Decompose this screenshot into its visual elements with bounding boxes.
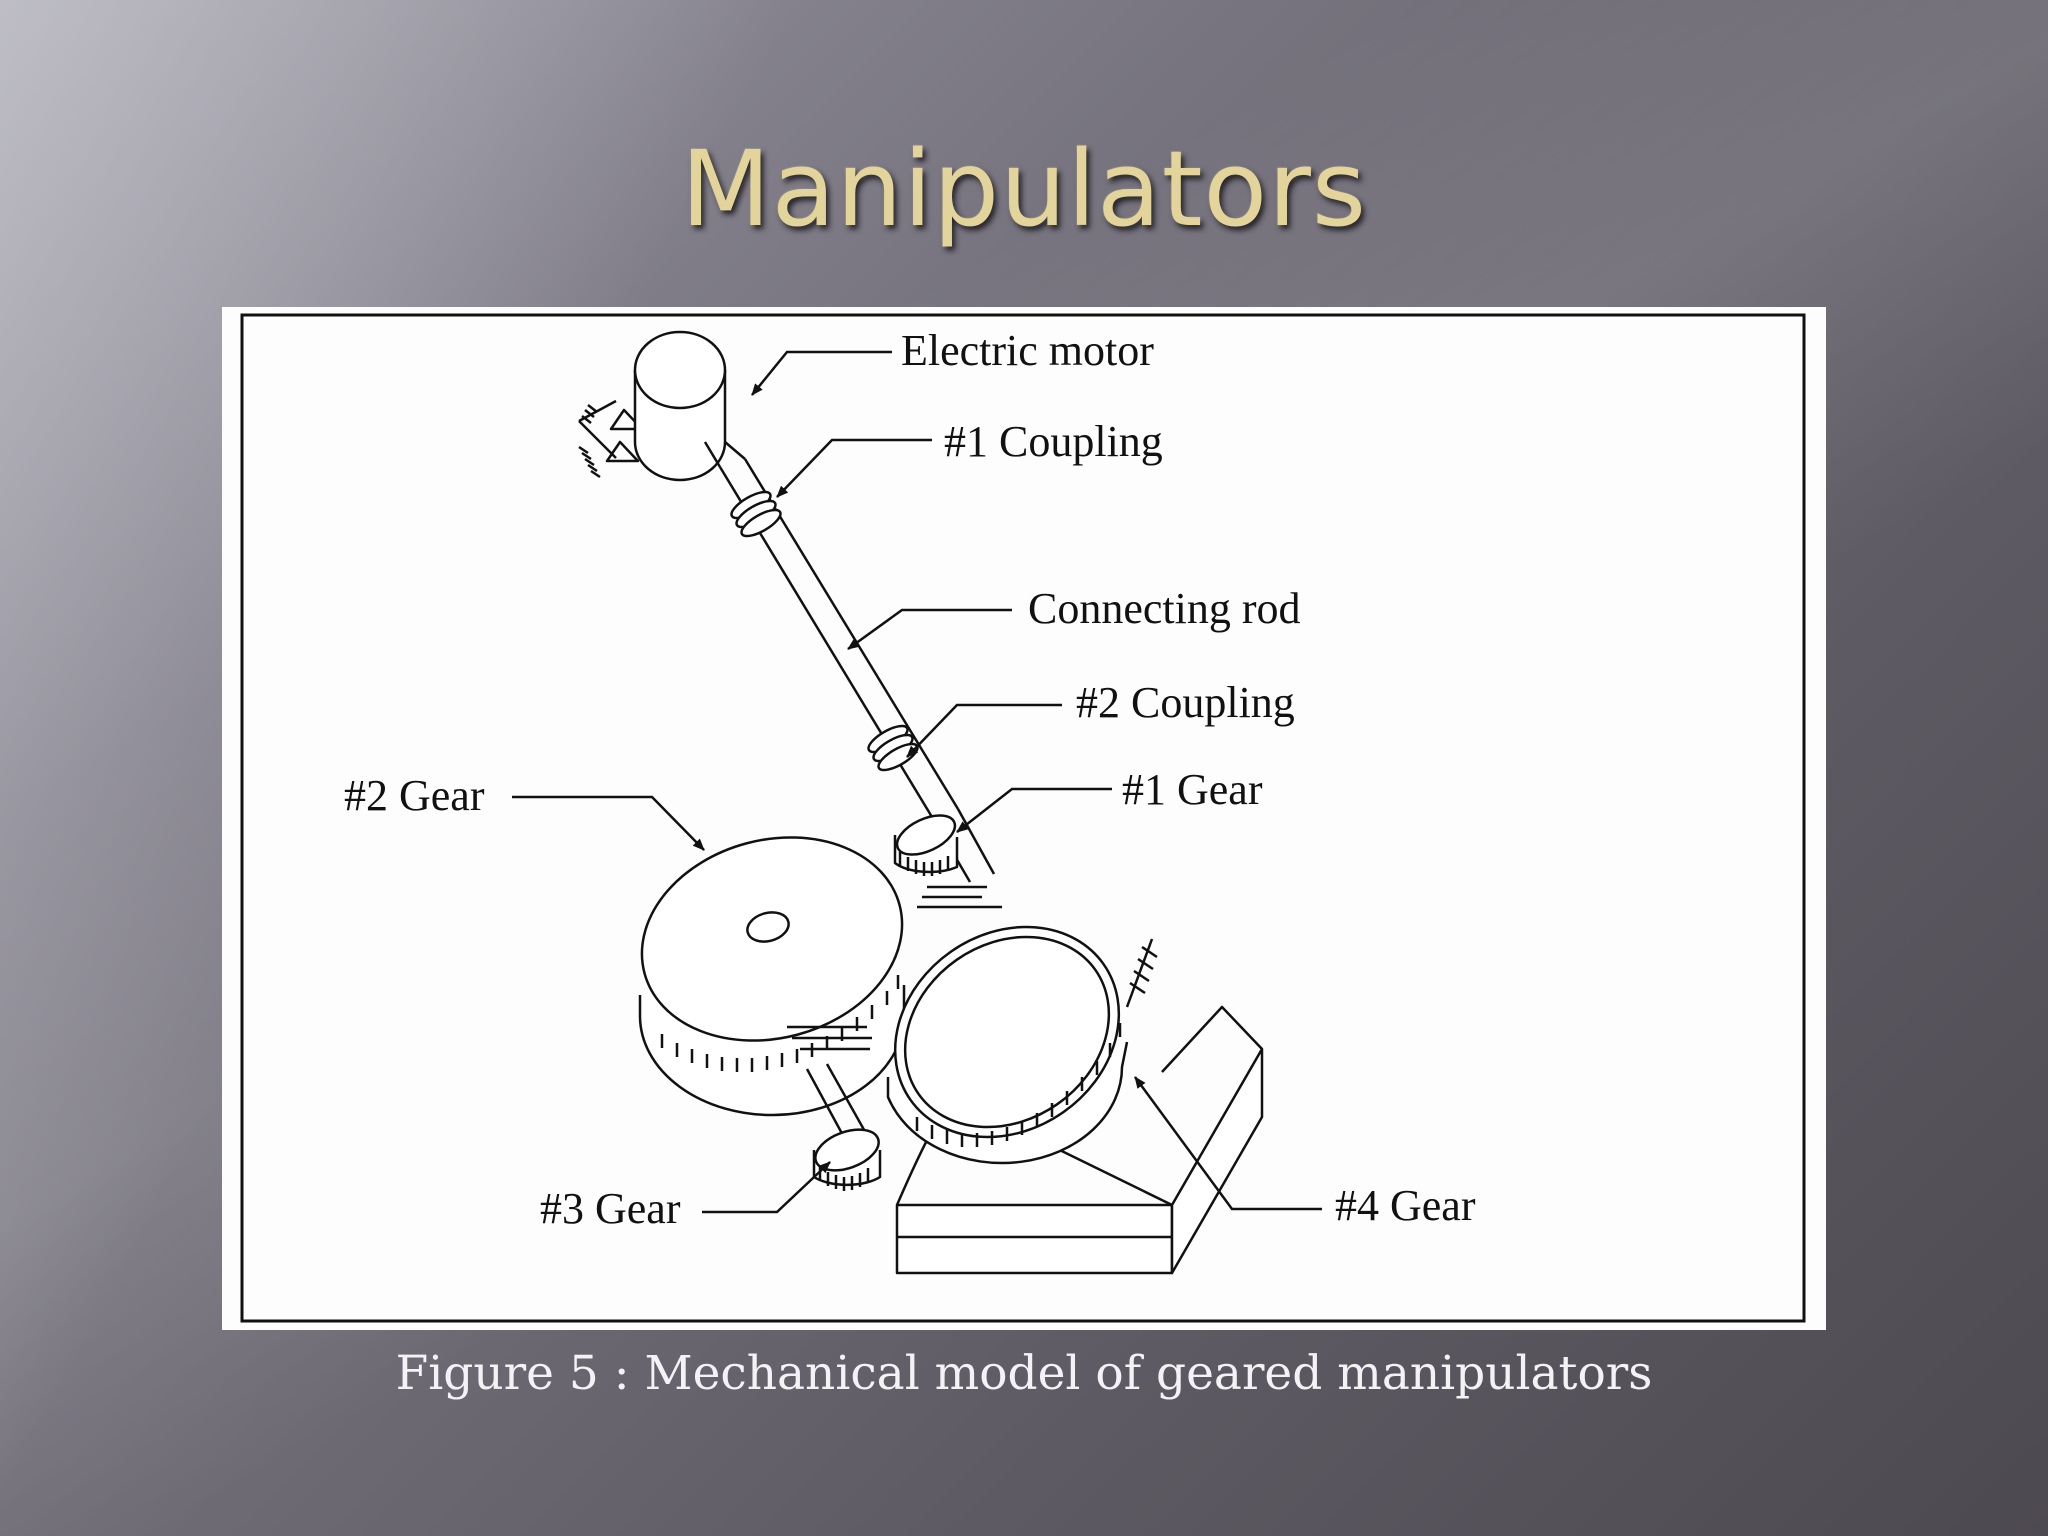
label-coupling-2: #2 Coupling xyxy=(1076,678,1295,727)
leader-gear-3 xyxy=(702,1161,831,1214)
label-coupling-1: #1 Coupling xyxy=(944,417,1163,466)
label-electric-motor: Electric motor xyxy=(901,326,1154,375)
gear-1 xyxy=(893,814,959,876)
leader-coupling-2 xyxy=(906,703,1062,758)
connecting-rod xyxy=(703,441,960,818)
label-gear-4: #4 Gear xyxy=(1335,1181,1476,1230)
motor-ground-hatch xyxy=(578,399,644,479)
gear-4 xyxy=(886,925,1129,1165)
figure-caption: Figure 5 : Mechanical model of geared ma… xyxy=(395,1346,1653,1401)
label-gear-1: #1 Gear xyxy=(1122,765,1263,814)
leader-gear-4 xyxy=(1133,1076,1322,1211)
electric-motor xyxy=(633,330,727,482)
label-connecting-rod: Connecting rod xyxy=(1028,584,1301,633)
leader-gear-1 xyxy=(956,787,1112,833)
gear-3 xyxy=(812,1128,882,1191)
base-block xyxy=(895,1005,1264,1275)
leader-electric-motor xyxy=(751,350,892,396)
gear-2 xyxy=(638,836,906,1117)
figure-panel: Electric motor #1 Coupling Connecting ro… xyxy=(222,307,1826,1330)
gear3-ground-hatch xyxy=(787,1025,872,1051)
label-gear-3: #3 Gear xyxy=(540,1184,681,1233)
mechanism-diagram: Electric motor #1 Coupling Connecting ro… xyxy=(240,313,1806,1323)
coupling-2 xyxy=(867,724,919,772)
coupling-1 xyxy=(730,490,782,538)
leader-coupling-1 xyxy=(776,438,932,498)
slide-title: Manipulators xyxy=(680,128,1368,250)
figure-frame xyxy=(240,313,1806,1323)
gear4-ground-hatch xyxy=(1125,938,1158,1008)
gear1-ground-hatch xyxy=(917,885,1002,909)
label-gear-2: #2 Gear xyxy=(344,771,485,820)
leader-gear-2 xyxy=(512,795,705,851)
leader-connecting-rod xyxy=(847,608,1012,651)
